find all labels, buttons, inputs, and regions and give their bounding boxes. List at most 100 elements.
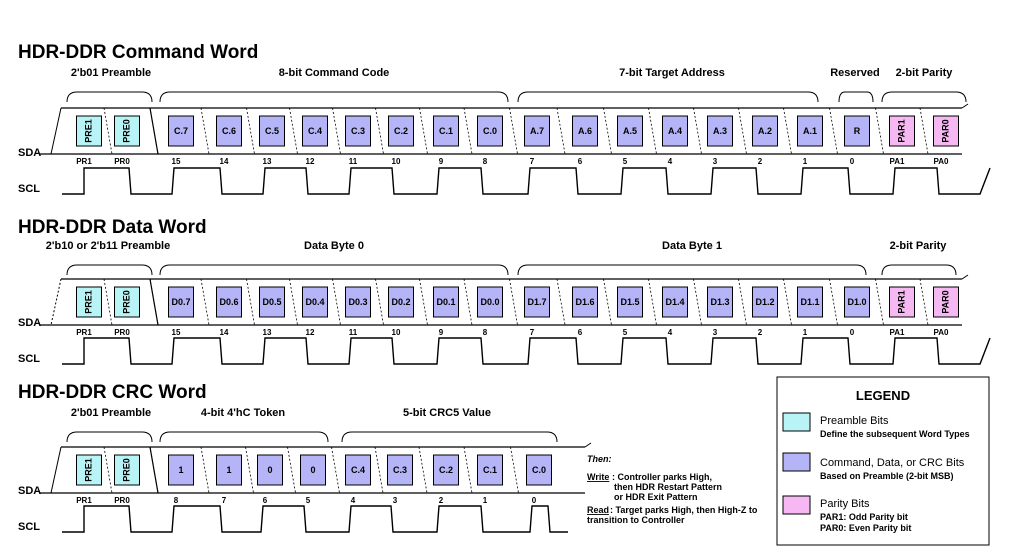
bit-label-d1-7: D1.7 bbox=[527, 297, 546, 307]
scl-waveform bbox=[62, 337, 991, 365]
reserved-group-label: Reserved bbox=[830, 67, 880, 79]
bit-cell-pre1 bbox=[76, 286, 102, 318]
bit-cell-c-1 bbox=[433, 115, 459, 147]
sda-leading-edge bbox=[50, 278, 62, 326]
legend: LEGEND Preamble Bits Define the subseque… bbox=[776, 376, 990, 546]
bit-index-0: 0 bbox=[850, 157, 855, 166]
bit-index-15: 15 bbox=[172, 157, 181, 166]
bit-label-c-7: C.7 bbox=[174, 126, 188, 136]
bit-label-d0-5: D0.5 bbox=[262, 297, 281, 307]
bit-index-7: 7 bbox=[222, 496, 227, 505]
sda-bit-transition bbox=[289, 107, 298, 155]
sda-bit-transition bbox=[693, 278, 702, 326]
sda-bit-transition bbox=[463, 107, 473, 155]
sda-bit-transition bbox=[419, 278, 428, 326]
sda-bit-transition bbox=[783, 278, 792, 326]
parity-group-label: 2-bit Parity bbox=[896, 67, 954, 79]
bit-cell-d0-6 bbox=[216, 286, 242, 318]
note-write-line: : Controller parks High, bbox=[612, 472, 712, 482]
legend-label-preamble: Preamble Bits bbox=[820, 415, 889, 427]
bit-cell-par0 bbox=[933, 115, 959, 147]
sda-label: SDA bbox=[18, 485, 41, 497]
bit-cell-c-0 bbox=[477, 115, 503, 147]
sda-bit-transition bbox=[463, 278, 473, 326]
bit-index-2: 2 bbox=[439, 496, 444, 505]
bit-label-a-6: A.6 bbox=[578, 126, 592, 136]
bit-cell-pre1 bbox=[76, 454, 102, 486]
preamble-brace bbox=[66, 264, 153, 276]
bit-label-a-7: A.7 bbox=[530, 126, 544, 136]
bit-cell-a-7 bbox=[524, 115, 550, 147]
parity-brace bbox=[881, 264, 957, 276]
bit-cell-d1-0 bbox=[844, 286, 870, 318]
bit-cell-c-3 bbox=[387, 454, 413, 486]
bit-label-c-2: C.2 bbox=[439, 465, 453, 475]
sda-bit-transition bbox=[332, 107, 341, 155]
sda-bit-transition bbox=[375, 107, 384, 155]
bit-label-c-6: C.6 bbox=[222, 126, 236, 136]
legend-swatch-preamble bbox=[782, 412, 811, 432]
bit-label-a-4: A.4 bbox=[668, 126, 682, 136]
bit-cell-par0 bbox=[933, 286, 959, 318]
command-word-section: HDR-DDR Command Word 2'b01 Preamble 8-bi… bbox=[18, 42, 991, 195]
legend-desc-command: Based on Preamble (2-bit MSB) bbox=[820, 471, 954, 481]
sda-bit-transition bbox=[603, 278, 612, 326]
bit-cell-d0-3 bbox=[345, 286, 371, 318]
bit-label-par0: PAR0 bbox=[940, 290, 950, 313]
bit-cell-c-0 bbox=[526, 454, 552, 486]
sda-bit-transition bbox=[103, 278, 113, 326]
bit-label-d1-5: D1.5 bbox=[620, 297, 639, 307]
bit-index-10: 10 bbox=[392, 328, 401, 337]
bit-index-15: 15 bbox=[172, 328, 181, 337]
bit-cell-1 bbox=[168, 454, 194, 486]
sda-waveform bbox=[40, 103, 969, 155]
bit-index-5: 5 bbox=[623, 157, 628, 166]
sda-bit-transition bbox=[463, 446, 473, 494]
preamble-group-label: 2'b01 Preamble bbox=[71, 67, 151, 79]
bit-index-4: 4 bbox=[668, 157, 673, 166]
sda-bit-transition bbox=[103, 107, 113, 155]
bit-index-11: 11 bbox=[349, 157, 358, 166]
sda-tail bbox=[961, 274, 969, 280]
legend-title: LEGEND bbox=[856, 388, 910, 403]
bit-cell-0 bbox=[300, 454, 326, 486]
sda-bit-transition bbox=[648, 278, 657, 326]
bit-label-pre1: PRE1 bbox=[83, 119, 93, 143]
bit-cell-a-5 bbox=[617, 115, 643, 147]
bit-label-c-5: C.5 bbox=[265, 126, 279, 136]
bit-cell-c-2 bbox=[433, 454, 459, 486]
bit-index-2: 2 bbox=[758, 328, 763, 337]
bit-label-pre1: PRE1 bbox=[83, 290, 93, 314]
token-brace bbox=[159, 431, 329, 443]
bit-cell-pre0 bbox=[114, 115, 140, 147]
bit-cell-c-7 bbox=[168, 115, 194, 147]
bit-label-1: 1 bbox=[226, 465, 231, 475]
bit-cell-r bbox=[844, 115, 870, 147]
bit-label-c-2: C.2 bbox=[394, 126, 408, 136]
preamble-group-label: 2'b01 Preamble bbox=[71, 407, 151, 419]
bit-index-0: 0 bbox=[532, 496, 537, 505]
bit-cell-d1-5 bbox=[617, 286, 643, 318]
bit-index-6: 6 bbox=[578, 157, 583, 166]
parity-brace bbox=[881, 91, 967, 103]
sda-preamble-end bbox=[149, 446, 159, 494]
sda-bit-transition bbox=[510, 446, 519, 494]
bit-cell-d0-4 bbox=[302, 286, 328, 318]
bit-index-10: 10 bbox=[392, 157, 401, 166]
sda-bit-transition bbox=[738, 278, 747, 326]
sda-tail bbox=[961, 103, 969, 109]
bit-index-13: 13 bbox=[263, 328, 272, 337]
bit-cell-1 bbox=[216, 454, 242, 486]
sda-bit-transition bbox=[331, 446, 340, 494]
bit-index-11: 11 bbox=[349, 328, 358, 337]
sda-bit-transition bbox=[200, 278, 210, 326]
sda-bit-transition bbox=[374, 446, 384, 494]
bit-label-c-1: C.1 bbox=[439, 126, 453, 136]
bit-index-8: 8 bbox=[483, 157, 488, 166]
bit-label-d0-1: D0.1 bbox=[436, 297, 455, 307]
data-word-title: HDR-DDR Data Word bbox=[18, 217, 207, 238]
bit-index-pa1: PA1 bbox=[890, 328, 906, 337]
